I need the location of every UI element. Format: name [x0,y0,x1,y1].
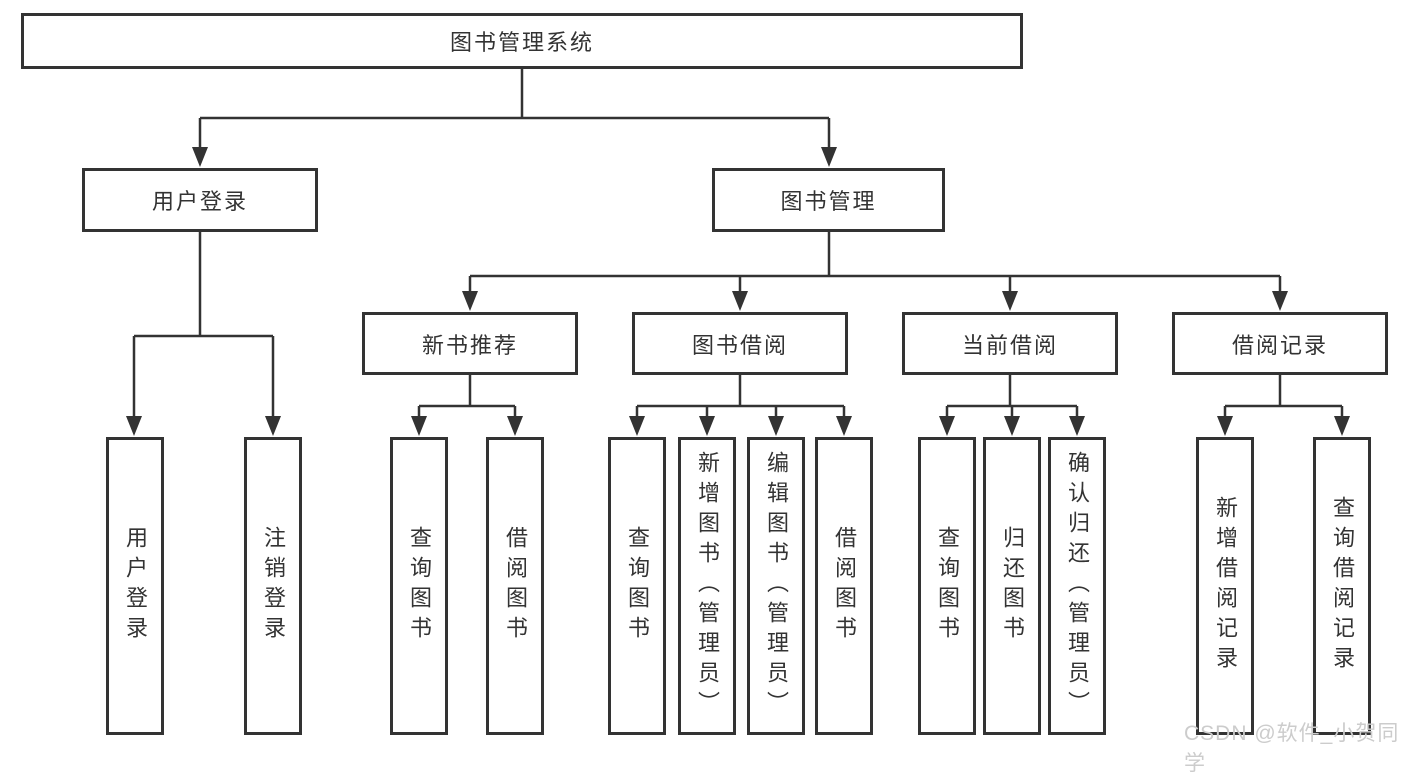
node-label: 借阅记录 [1231,332,1328,358]
leaf-label: 借阅图书 [503,526,528,646]
leaf-label: 查询借阅记录 [1330,496,1355,676]
leaf-label: 新增借阅记录 [1213,496,1238,676]
leaf-records-add-borrow-record: 新增借阅记录 [1196,437,1254,735]
node-user-login: 用户登录 [82,168,318,232]
leaf-label: 用户登录 [123,526,148,646]
leaf-current-return-books: 归还图书 [983,437,1041,735]
leaf-label: 借阅图书 [832,526,857,646]
node-label: 当前借阅 [961,332,1058,358]
leaf-borrowing-edit-books-admin: 编辑图书（管理员） [747,437,805,735]
leaf-records-query-borrow-record: 查询借阅记录 [1313,437,1371,735]
leaf-label: 确认归还（管理员） [1065,451,1090,721]
node-current-borrowing: 当前借阅 [902,312,1118,375]
leaf-newbook-query-books: 查询图书 [390,437,448,735]
leaf-borrowing-query-books: 查询图书 [608,437,666,735]
node-label: 图书借阅 [691,332,788,358]
leaf-label: 注销登录 [261,526,286,646]
csdn-watermark: CSDN @软件_小贺同学 [1184,722,1400,775]
leaf-label: 归还图书 [1000,526,1025,646]
leaf-label: 查询图书 [625,526,650,646]
node-borrowing-records: 借阅记录 [1172,312,1388,375]
connector-lines [126,69,1350,436]
node-label: 图书管理系统 [449,30,594,55]
leaf-current-confirm-return-admin: 确认归还（管理员） [1048,437,1106,735]
leaf-label: 查询图书 [935,526,960,646]
leaf-newbook-borrow-books: 借阅图书 [486,437,544,735]
node-new-book-recommendation: 新书推荐 [362,312,578,375]
node-book-borrowing: 图书借阅 [632,312,848,375]
leaf-current-query-books: 查询图书 [918,437,976,735]
leaf-borrowing-borrow-books: 借阅图书 [815,437,873,735]
node-book-management: 图书管理 [712,168,945,232]
node-label: 图书管理 [780,189,877,214]
arrowheads [126,147,1350,436]
leaf-logout-login: 注销登录 [244,437,302,735]
leaf-label: 查询图书 [407,526,432,646]
leaf-label: 新增图书（管理员） [695,451,720,721]
node-label: 用户登录 [151,189,248,214]
leaf-label: 编辑图书（管理员） [764,451,789,721]
leaf-user-login: 用户登录 [106,437,164,735]
node-label: 新书推荐 [421,332,518,358]
org-chart-canvas: 图书管理系统 用户登录 图书管理 新书推荐 图书借阅 当前借阅 借阅记录 用户登… [21,13,1399,775]
node-library-management-system: 图书管理系统 [21,13,1023,69]
leaf-borrowing-add-books-admin: 新增图书（管理员） [678,437,736,735]
